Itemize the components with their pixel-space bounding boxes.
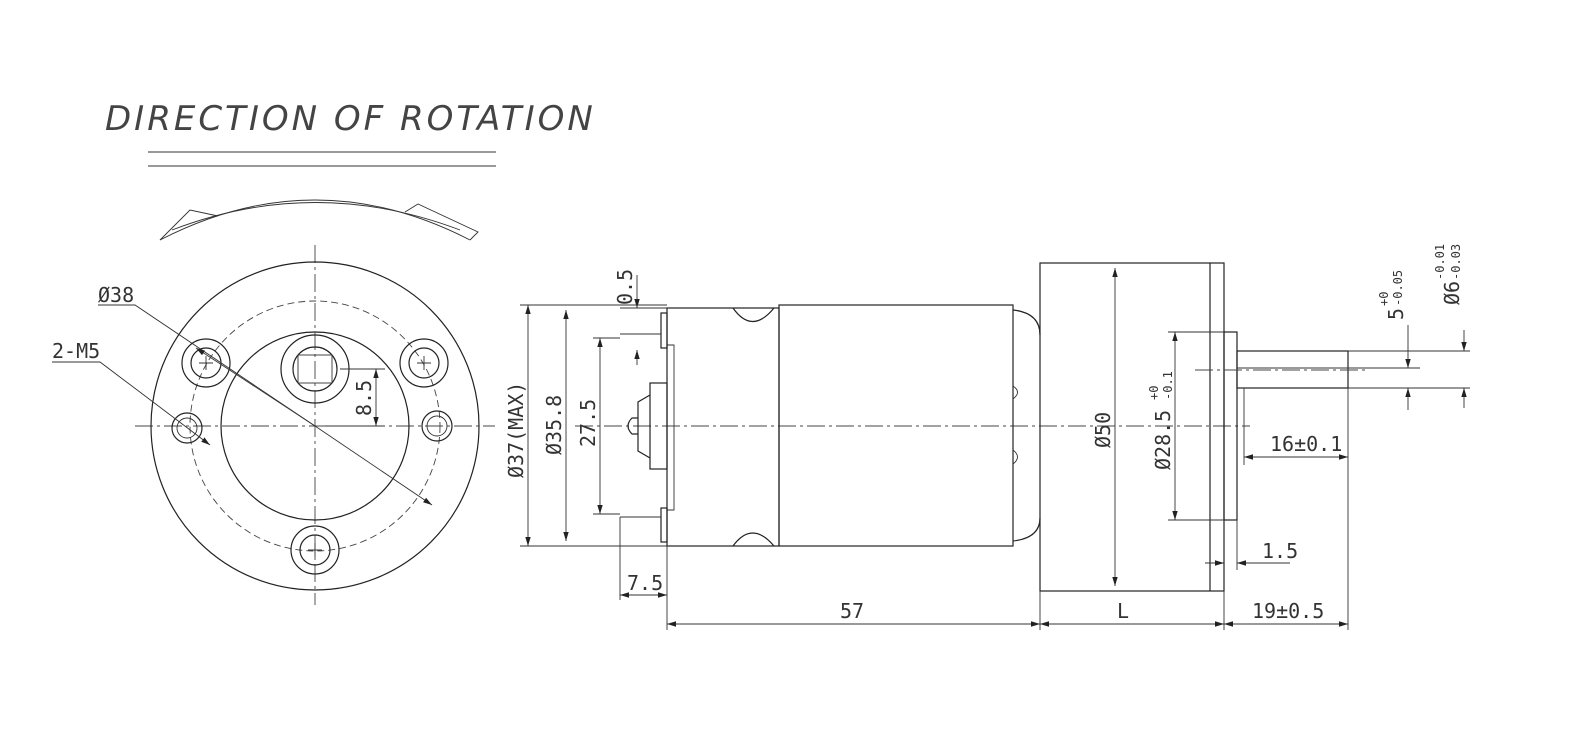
- phi38-leader: [98, 304, 433, 506]
- dim-5-tol-up: +0: [1377, 292, 1391, 306]
- end-cap-notch-top: [732, 307, 775, 323]
- front-shaft-boss-inner: [292, 346, 338, 392]
- front-outer-flange: [150, 261, 480, 591]
- gearbox-output-boss: [1223, 331, 1238, 521]
- m5-hole-right: [421, 410, 453, 442]
- side-view: 0.5 Ø37(MAX) Ø35.8 27.5 7.5 57 L 19±0.5: [504, 244, 1470, 630]
- vent-bottom: [1012, 449, 1018, 465]
- dim-35-8-label: Ø35.8: [542, 395, 566, 455]
- m5-hole-left: [171, 412, 203, 444]
- dim-5-tol-lo: -0.05: [1391, 270, 1405, 306]
- phi38-label: Ø38: [98, 283, 134, 307]
- m5-label: 2-M5: [52, 339, 100, 363]
- dim-57-label: 57: [840, 599, 864, 623]
- dim-0-5-label: 0.5: [613, 269, 637, 305]
- gearbox-housing: [1039, 262, 1225, 592]
- m5-leader: [52, 361, 211, 446]
- output-shaft: [1236, 350, 1349, 389]
- front-bolt-circle: [189, 300, 441, 552]
- dim-8-5-label: 8.5: [352, 380, 376, 416]
- dim-16-label: 16±0.1: [1270, 432, 1342, 456]
- motor-can: [778, 304, 1014, 547]
- screw-top-right: [399, 338, 449, 388]
- dim-28-5-tol-lo: -0.1: [1161, 371, 1175, 400]
- motor-can-front-chamfer: [1012, 309, 1041, 542]
- dim-37max-label: Ø37(MAX): [504, 382, 528, 478]
- terminal-top: [660, 312, 668, 349]
- dim-6-tol-up: -0.01: [1433, 244, 1447, 280]
- front-gear-boss: [220, 331, 410, 521]
- dim-50-label: Ø50: [1091, 412, 1115, 448]
- front-view: Ø38 2-M5 8.5: [52, 245, 495, 605]
- dim-5-label: 5: [1384, 308, 1408, 320]
- dim-27-5-label: 27.5: [576, 399, 600, 447]
- dim-19-label: 19±0.5: [1252, 599, 1324, 623]
- screw-top-left: [181, 338, 231, 388]
- rotation-arrow: [159, 199, 479, 241]
- rear-bushing: [637, 394, 651, 459]
- dim-6-tol-lo: -0.03: [1449, 244, 1463, 280]
- terminal-bottom: [660, 507, 668, 543]
- dim-7-5-label: 7.5: [627, 571, 663, 595]
- screw-bottom: [290, 525, 340, 575]
- end-cap-notch-bottom: [732, 532, 775, 547]
- dim-1-5-label: 1.5: [1262, 539, 1298, 563]
- motor-end-cap: [666, 307, 780, 547]
- end-cap-step: [667, 344, 675, 511]
- dim-6-label: Ø6: [1440, 281, 1464, 305]
- front-shaft-flat: [297, 354, 333, 384]
- brush-holder: [649, 382, 668, 470]
- dim-28-5-label: Ø28.5: [1151, 410, 1175, 470]
- dim-28-5-tol-up: +0: [1147, 386, 1161, 400]
- vent-top: [1012, 385, 1018, 400]
- rear-shaft-tip: [627, 417, 638, 435]
- dim-L-label: L: [1117, 599, 1129, 623]
- title-direction-of-rotation: DIRECTION OF ROTATION: [105, 99, 596, 139]
